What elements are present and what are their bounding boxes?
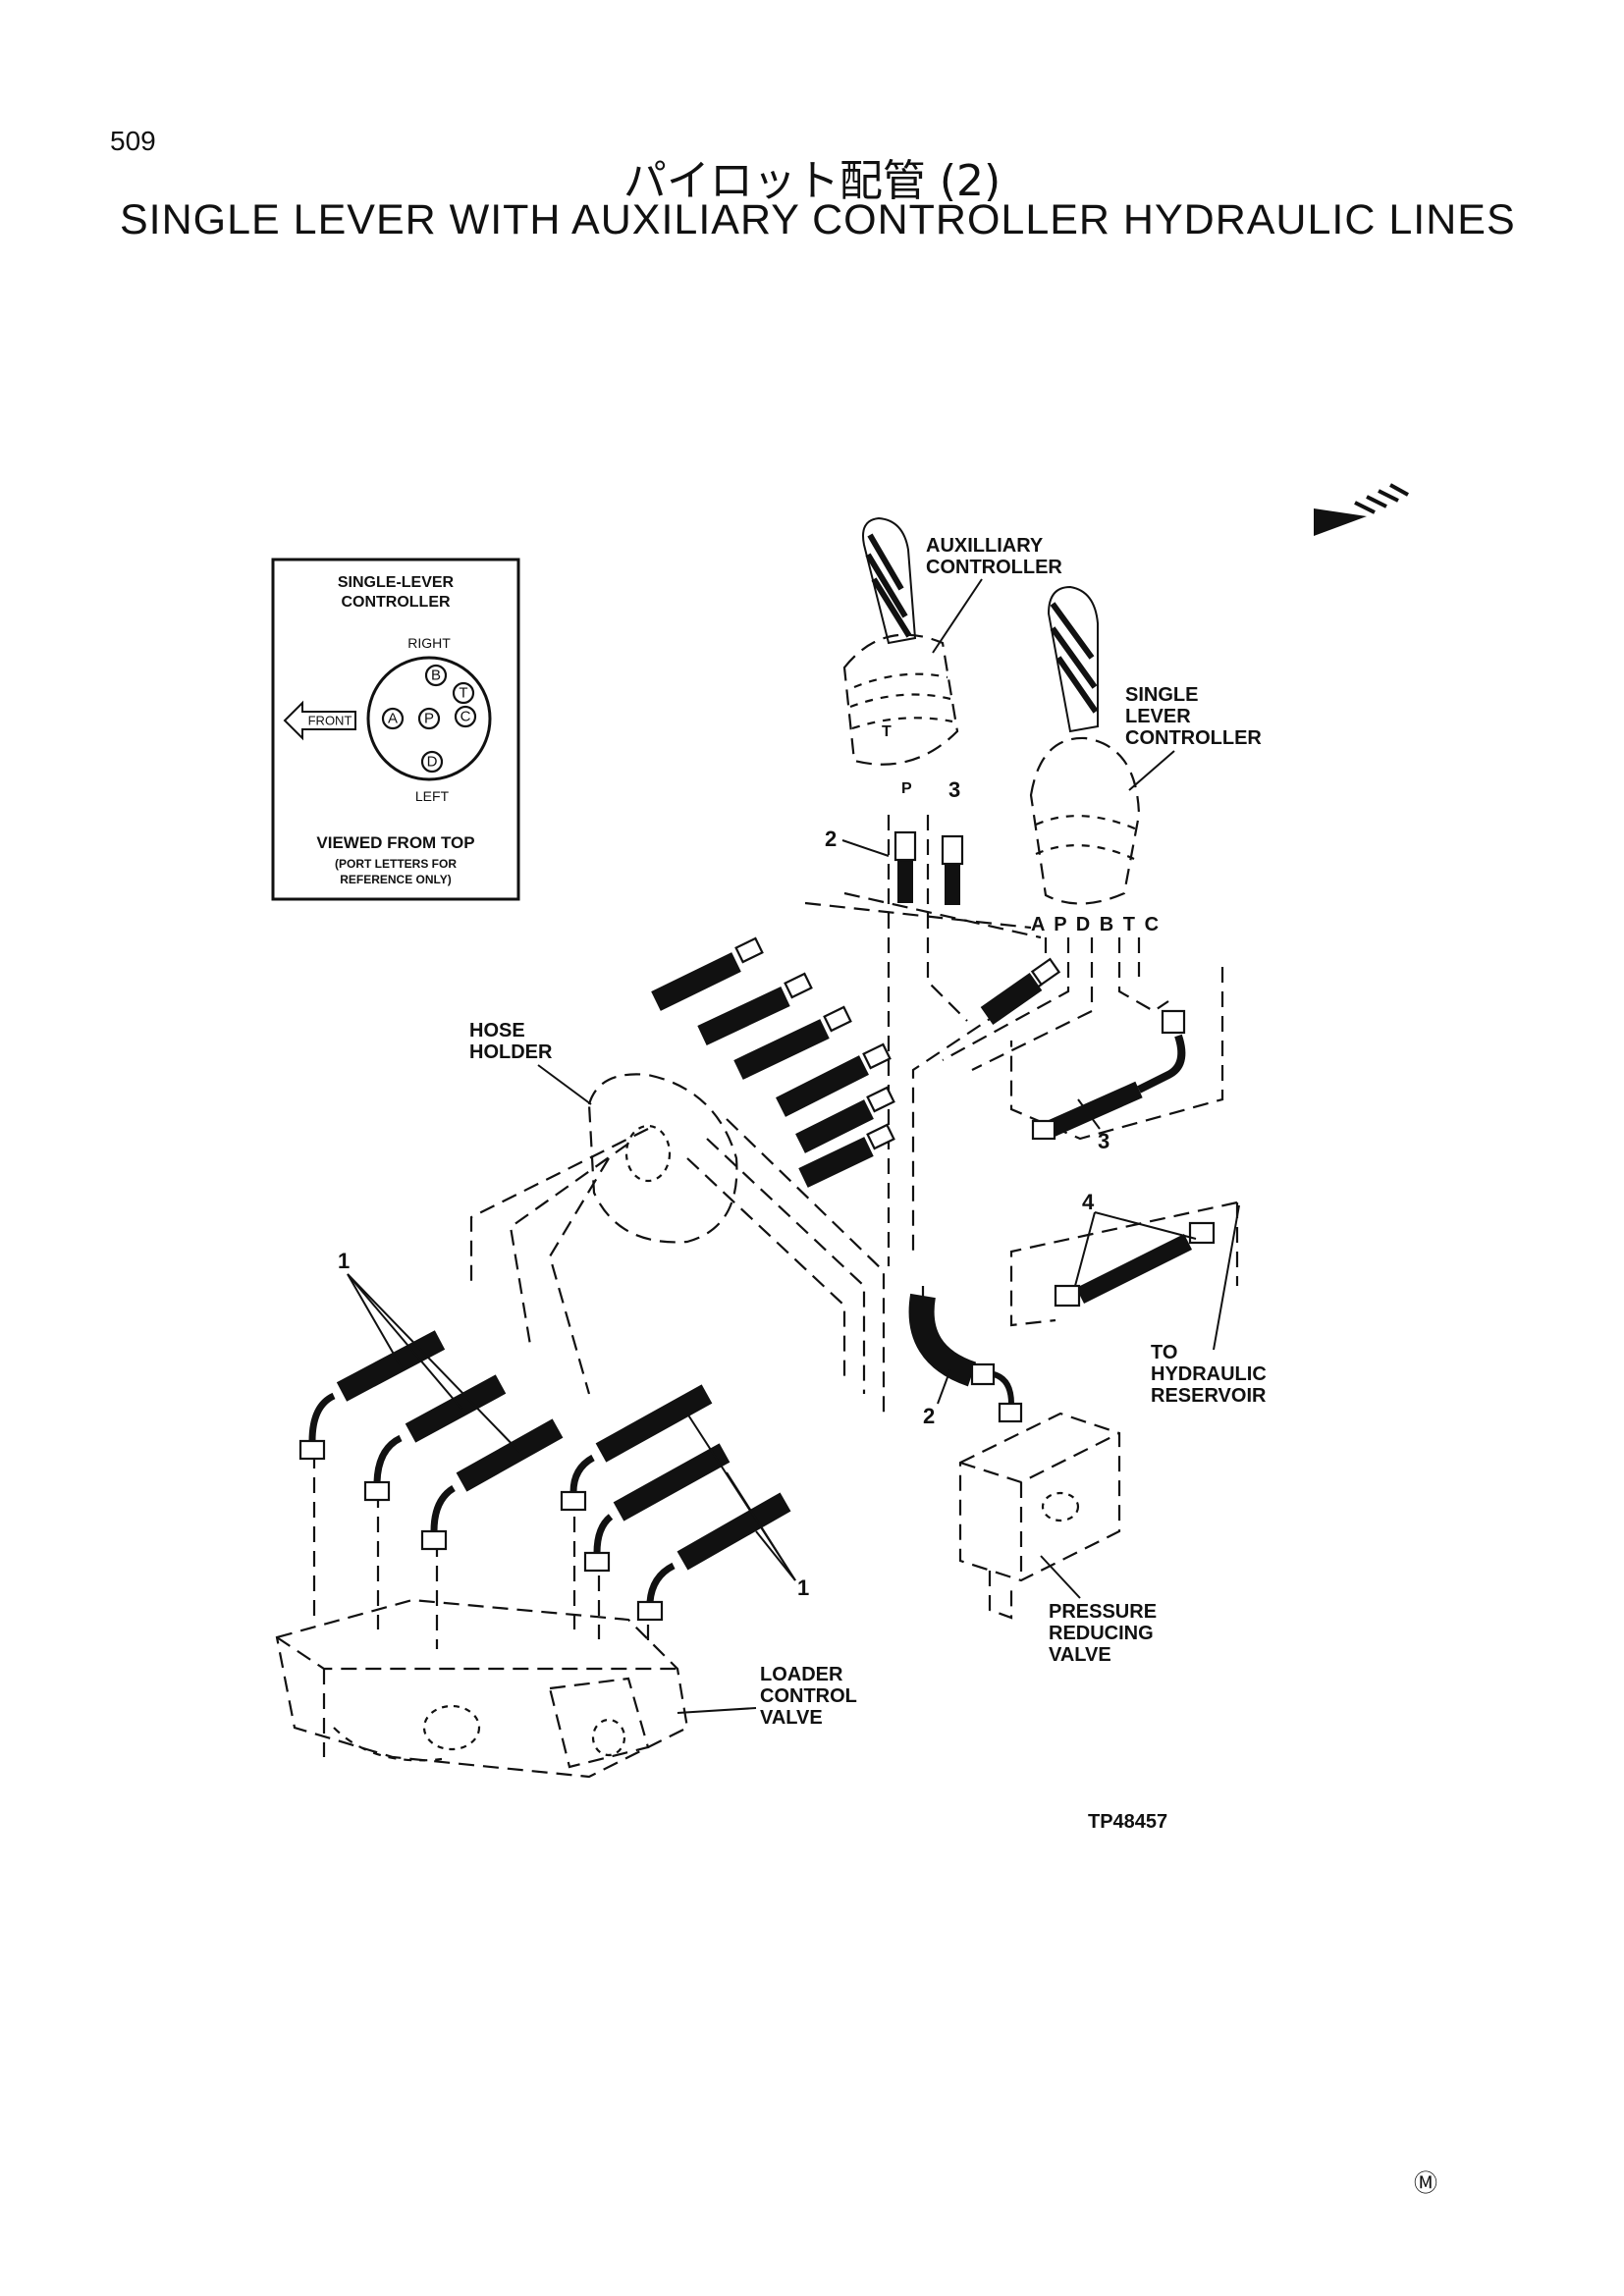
inset-front-label: FRONT xyxy=(308,714,352,728)
figure-code: TP48457 xyxy=(1088,1811,1167,1833)
slc-handle-hatch xyxy=(1050,602,1099,714)
lcv-label-2: CONTROL xyxy=(760,1685,857,1707)
callout-3-upper: 3 xyxy=(948,777,960,802)
inset-single-lever-controller: SINGLE-LEVER CONTROLLER RIGHT B T A P C … xyxy=(271,558,520,901)
reservoir-label-3: RESERVOIR xyxy=(1151,1385,1267,1407)
title-japanese: パイロット配管 (2) xyxy=(623,156,1001,206)
loader-control-valve: LOADER CONTROL VALVE xyxy=(275,1598,857,1779)
inset-port-c-circle xyxy=(454,705,477,728)
hose-holder-leader xyxy=(537,1064,592,1105)
inset-left-label: LEFT xyxy=(415,788,450,804)
front-arrow-icon xyxy=(283,700,356,741)
aux-port-t: T xyxy=(882,723,892,740)
pilot-line-routes xyxy=(312,815,1239,1649)
lower-left-hoses-1: 1 xyxy=(298,1249,564,1551)
inset-port-d-circle xyxy=(420,750,444,774)
front-direction-arrow-icon xyxy=(1314,483,1409,536)
hose-holder: HOSE HOLDER xyxy=(469,1020,738,1244)
lcv-label-3: VALVE xyxy=(760,1707,823,1729)
pressure-reducing-valve: PRESSURE REDUCING VALVE xyxy=(958,1412,1157,1666)
callout-4: 4 xyxy=(1082,1190,1095,1214)
inset-port-d: D xyxy=(427,754,438,771)
inset-port-b-circle xyxy=(424,664,448,687)
inset-port-ring xyxy=(366,656,492,781)
inset-port-p: P xyxy=(424,711,434,727)
single-lever-controller: SINGLE LEVER CONTROLLER A P D B T C xyxy=(1029,585,1262,935)
inset-port-t-circle xyxy=(452,681,475,705)
hose-holder-label-2: HOLDER xyxy=(469,1041,553,1063)
title-english: SINGLE LEVER WITH AUXILIARY CONTROLLER H… xyxy=(120,196,1516,243)
slc-leader xyxy=(1128,750,1175,791)
reservoir-hose-4: 4 TO HYDRAULIC RESERVOIR xyxy=(1054,1190,1267,1407)
upper-hoses xyxy=(651,936,1061,1188)
inset-title-2: CONTROLLER xyxy=(341,594,451,611)
lcv-leader xyxy=(677,1707,757,1714)
callout-3-lower: 3 xyxy=(1098,1129,1110,1153)
slc-port-row: A P D B T C xyxy=(1031,914,1161,935)
inset-port-p-circle xyxy=(417,707,441,730)
right-hose-3: 3 xyxy=(1031,1009,1186,1153)
aux-label-2: CONTROLLER xyxy=(926,557,1062,578)
slc-label-1: SINGLE xyxy=(1125,684,1198,706)
slc-boot-folds xyxy=(1035,815,1138,861)
inset-title-1: SINGLE-LEVER xyxy=(338,574,455,591)
page-number: 509 xyxy=(110,126,156,156)
slc-label-2: LEVER xyxy=(1125,706,1191,727)
inset-caption-3: REFERENCE ONLY) xyxy=(340,873,452,886)
aux-label-1: AUXILLIARY xyxy=(926,535,1044,557)
prv-label-2: REDUCING xyxy=(1049,1623,1154,1644)
prv-label-1: PRESSURE xyxy=(1049,1601,1157,1623)
hose-holder-body xyxy=(587,1073,738,1244)
aux-handle-hatch xyxy=(865,533,912,638)
aux-port-p: P xyxy=(901,780,912,797)
inset-right-label: RIGHT xyxy=(407,635,451,651)
inset-caption-2: (PORT LETTERS FOR xyxy=(335,857,457,871)
callout-1-left: 1 xyxy=(338,1249,350,1273)
slc-label-3: CONTROLLER xyxy=(1125,727,1262,749)
inset-caption-1: VIEWED FROM TOP xyxy=(316,833,474,852)
corner-mark: Ⓜ xyxy=(1414,2169,1437,2197)
callout-2-lower: 2 xyxy=(923,1404,935,1428)
lower-right-hoses-1: 1 xyxy=(560,1384,809,1622)
aux-drop-hoses: 2 3 xyxy=(825,777,964,905)
reservoir-label-2: HYDRAULIC xyxy=(1151,1363,1267,1385)
reservoir-label-1: TO xyxy=(1151,1342,1177,1363)
aux-boot-folds xyxy=(849,672,953,730)
inset-port-b: B xyxy=(431,667,441,684)
callout-2-upper: 2 xyxy=(825,827,837,851)
callout-1-right: 1 xyxy=(797,1575,809,1600)
inset-port-c: C xyxy=(460,709,471,725)
prv-leader xyxy=(1040,1555,1081,1599)
inset-port-a-circle xyxy=(381,707,405,730)
prv-hose-2: 2 xyxy=(908,1293,1023,1428)
auxiliary-controller: T P AUXILLIARY CONTROLLER xyxy=(842,516,1062,797)
lcv-label-1: LOADER xyxy=(760,1664,843,1685)
aux-leader xyxy=(932,578,983,654)
slc-boot xyxy=(1029,736,1141,905)
aux-body xyxy=(842,633,959,766)
prv-label-3: VALVE xyxy=(1049,1644,1111,1666)
hose-holder-label-1: HOSE xyxy=(469,1020,525,1041)
inset-port-a: A xyxy=(388,711,398,727)
inset-port-t: T xyxy=(459,685,467,702)
